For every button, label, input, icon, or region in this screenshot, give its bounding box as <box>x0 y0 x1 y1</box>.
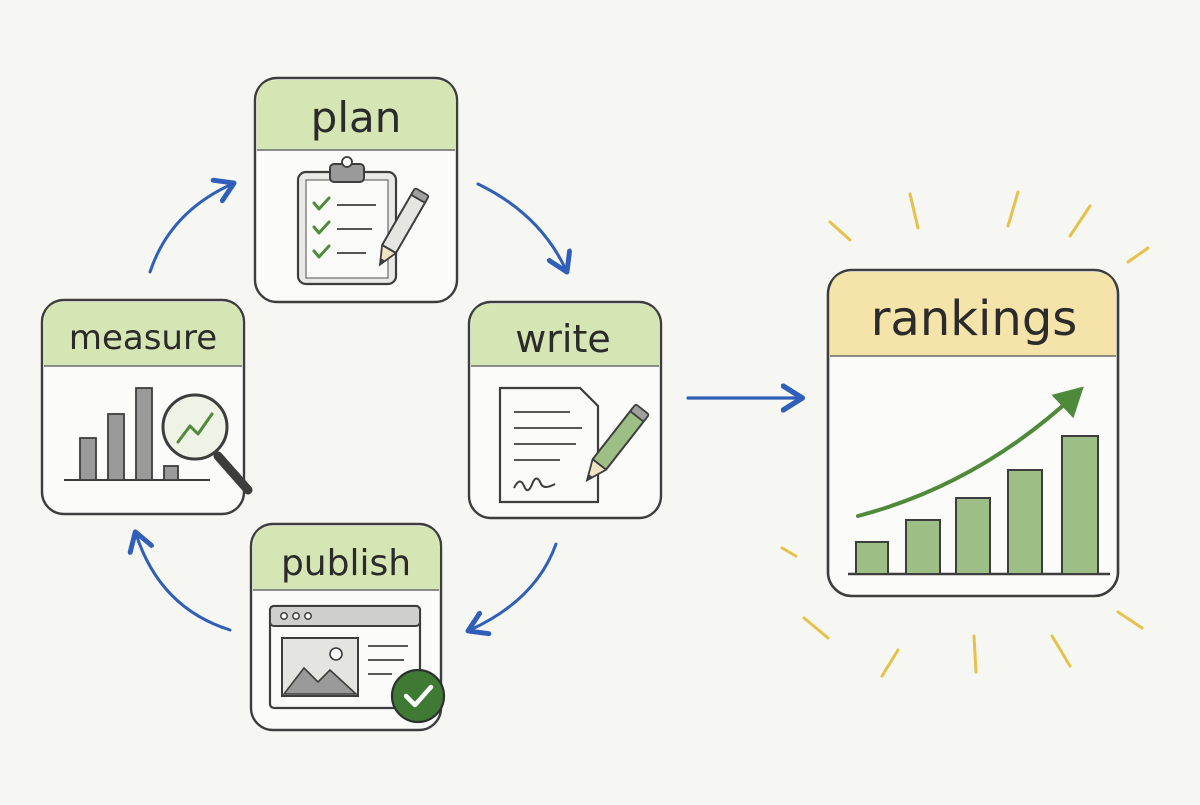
rankings-card: rankings <box>826 268 1120 598</box>
webpage-with-checkmark-icon <box>268 604 446 724</box>
publish-title: publish <box>281 543 411 584</box>
arrow-plan-to-write <box>476 182 566 270</box>
plan-title: plan <box>311 93 402 142</box>
arrow-publish-to-measure <box>136 534 232 632</box>
plan-card: plan <box>253 76 459 304</box>
rising-bar-chart-with-arrow-icon <box>848 386 1110 576</box>
measure-card: measure <box>40 298 253 516</box>
bar-chart-with-magnifier-icon <box>64 387 253 495</box>
clipboard-checklist-with-pencil-icon <box>296 156 430 286</box>
cycle-arrows <box>136 184 566 630</box>
write-card: write <box>467 300 663 520</box>
publish-card: publish <box>249 522 446 732</box>
arrow-write-to-publish <box>470 542 558 630</box>
document-with-pencil-icon <box>498 386 650 504</box>
rankings-title: rankings <box>871 291 1078 347</box>
measure-title: measure <box>69 318 217 358</box>
arrow-measure-to-plan <box>148 184 232 274</box>
sparkle-rays <box>780 190 1150 678</box>
write-title: write <box>515 317 611 361</box>
